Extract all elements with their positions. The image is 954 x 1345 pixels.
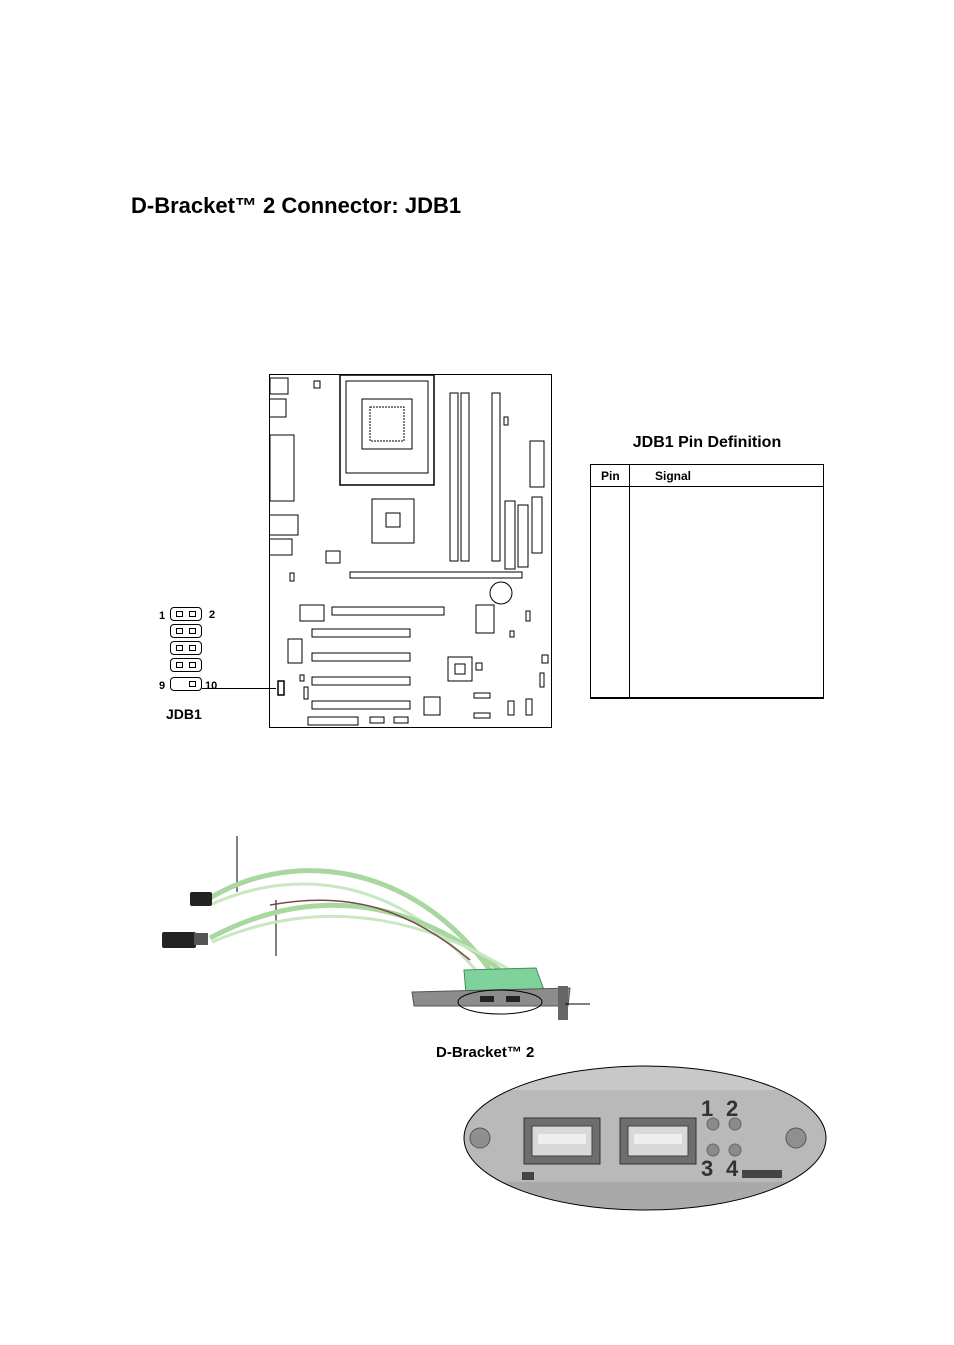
- pin-9-label: 9: [159, 680, 166, 692]
- led-label-4: 4: [726, 1156, 739, 1181]
- motherboard-layout: [261, 374, 549, 726]
- header-row: [170, 641, 202, 655]
- header-row: [170, 624, 202, 638]
- page-title: D-Bracket™ 2 Connector: JDB1: [131, 193, 462, 218]
- column-pin: Pin: [601, 469, 620, 483]
- d-bracket-label: D-Bracket™ 2: [436, 1044, 535, 1061]
- leader-line: [202, 688, 276, 689]
- pin-2-label: 2: [209, 609, 216, 621]
- pin-definition-table: Pin Signal: [590, 464, 824, 699]
- motherboard-diagram: [261, 374, 552, 728]
- table-divider: [629, 465, 630, 697]
- jdb1-label: JDB1: [166, 706, 202, 722]
- table-header: Pin Signal: [591, 465, 823, 487]
- header-row: [170, 677, 202, 691]
- pin-table-title: JDB1 Pin Definition: [632, 434, 782, 451]
- led-label-2: 2: [726, 1096, 738, 1121]
- pin-1-label: 1: [159, 610, 166, 622]
- led-label-3: 3: [701, 1156, 713, 1181]
- d-bracket-closeup: 1 2 3 4: [463, 1065, 827, 1211]
- pin-10-label: 10: [205, 680, 218, 692]
- column-signal: Signal: [655, 469, 692, 483]
- d-bracket-cable-photo: [162, 836, 590, 1020]
- header-row: [170, 658, 202, 672]
- header-row: [170, 607, 202, 621]
- led-label-1: 1: [701, 1096, 713, 1121]
